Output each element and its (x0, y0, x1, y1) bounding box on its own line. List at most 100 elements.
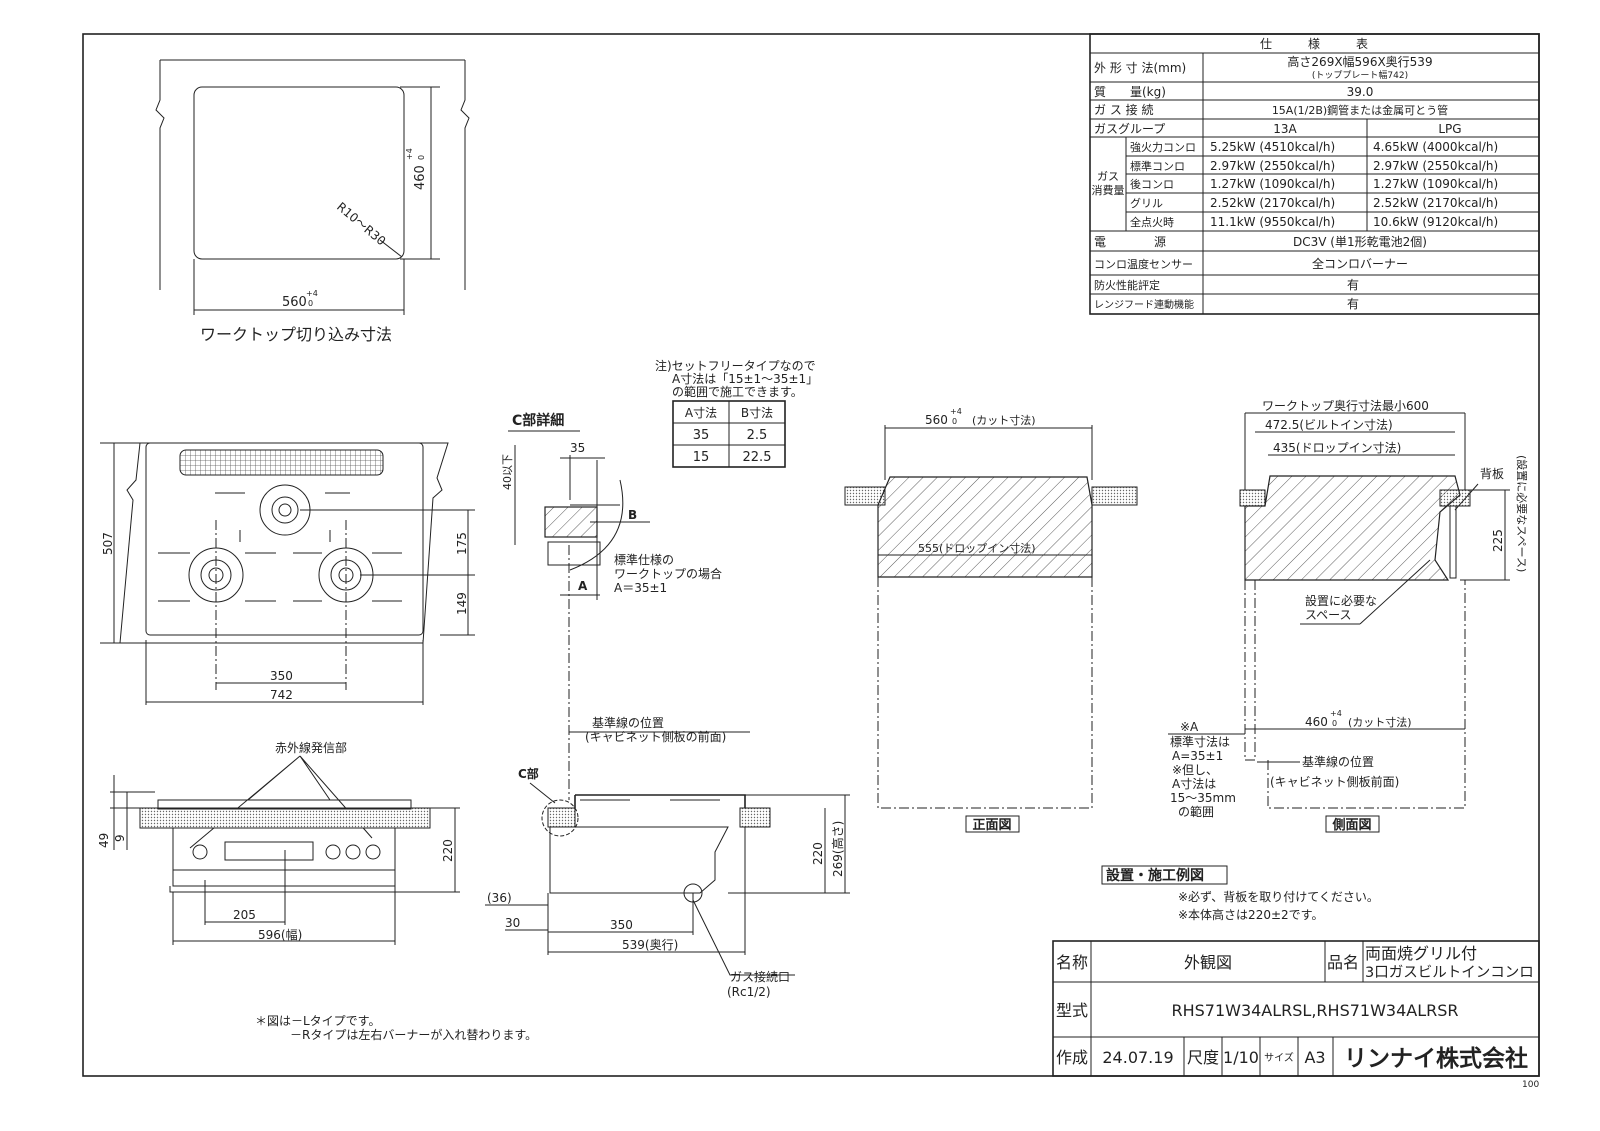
note-a: A寸法は (1172, 777, 1216, 791)
spec-gas-lpg: LPG (1438, 122, 1461, 136)
plate-width-dim: 742 (270, 688, 293, 702)
install-note: ※必ず、背板を取り付けてください。 (1178, 890, 1379, 904)
burner-gap-h-dim: 350 (270, 669, 293, 683)
note-line: の範囲で施工できます。 (672, 384, 803, 399)
backboard-label: 背板 (1480, 467, 1504, 481)
spec-label-gas-connection: ガ ス 接 続 (1094, 102, 1153, 117)
spec-label-hood: レンジフード連動機能 (1094, 298, 1194, 311)
scale-label: 尺度 (1187, 1048, 1219, 1067)
setfree-note: 注)セットフリータイプなので A寸法は「15±1～35±1」 の範囲で施工できま… (655, 358, 818, 468)
front-height-dim: 220 (441, 839, 455, 862)
dim-36: (36) (487, 891, 512, 905)
scale-value: 1/10 (1223, 1048, 1259, 1067)
front-width-dim: 596(幅) (258, 927, 302, 942)
burner-gap-v-dim: 175 (455, 532, 469, 555)
spec-consumption-label: 消費量 (1092, 183, 1125, 197)
dropin-dim: 435(ドロップイン寸法) (1273, 441, 1401, 455)
side-view-caption: 側面図 (1331, 817, 1371, 833)
cutout-width-dim: 560 (282, 295, 307, 310)
spec-row-lpg: 2.97kW (2550kcal/h) (1373, 159, 1498, 173)
corner-radius-label: R10～R30 (334, 200, 388, 249)
size-label: サイズ (1264, 1051, 1294, 1064)
product-name: 3口ガスビルトインコンロ (1365, 964, 1534, 981)
note-line: A寸法は「15±1～35±1」 (672, 372, 818, 386)
spec-row-13a: 2.97kW (2550kcal/h) (1210, 159, 1335, 173)
b-label: B (628, 508, 637, 522)
cutout-diagram: 460 +4 0 560 +4 0 R10～R30 ワークトップ切り込み寸法 (155, 59, 470, 344)
gas-inlet-label: ガス接続口 (730, 969, 790, 984)
note-a: 15～35mm (1170, 791, 1236, 805)
spec-row-13a: 1.27kW (1090kcal/h) (1210, 177, 1335, 191)
side-height-269: 269(高さ) (830, 821, 845, 877)
spec-table: 仕 様 表 外 形 寸 法(mm) 高さ269X幅596X奥行539 (トッププ… (1089, 33, 1540, 315)
spec-label-power: 電 源 (1094, 235, 1166, 249)
spec-row-label: 全点火時 (1130, 215, 1174, 229)
spec-label-gas-group: ガスグループ (1094, 122, 1165, 136)
note-line: 注)セットフリータイプなので (655, 358, 816, 373)
ref-line-label: (キャビネット側板の前面) (585, 729, 726, 744)
side-depth-dim: 539(奥行) (622, 938, 678, 952)
drawing-name: 外観図 (1184, 953, 1232, 972)
spec-row-label: 標準コンロ (1130, 159, 1185, 173)
ref-line-label: (キャビネット側板前面) (1270, 774, 1399, 789)
c-detail-note: A＝35±1 (614, 581, 667, 595)
note-a: ※但し、 (1172, 763, 1218, 777)
install-side-view: ワークトップ奥行寸法最小600 472.5(ビルトイン寸法) 435(ドロップイ… (1168, 399, 1529, 833)
date-value: 24.07.19 (1102, 1048, 1173, 1067)
tol: 0 (1332, 719, 1337, 728)
footnote: ＊図は－Lタイプです。 (255, 1014, 381, 1028)
c-detail-note: 標準仕様の (614, 552, 674, 567)
table-cell: 22.5 (743, 450, 772, 465)
spec-label-fire: 防火性能評定 (1094, 278, 1160, 292)
dim-225: 225 (1491, 529, 1505, 552)
spec-consumption-rows: 強火力コンロ 5.25kW (4510kcal/h) 4.65kW (4000k… (1130, 140, 1498, 229)
side-height-220: 220 (811, 842, 825, 865)
cutout-height-dim: 460 (413, 165, 428, 190)
spec-label-sensor: コンロ温度センサー (1094, 257, 1193, 271)
spec-label-dimensions: 外 形 寸 法(mm) (1094, 61, 1186, 75)
spec-row-label: 後コンロ (1130, 177, 1174, 191)
min-depth-dim: ワークトップ奥行寸法最小600 (1262, 399, 1429, 413)
dim-49: 49 (97, 833, 111, 848)
spec-value-sensor: 全コンロバーナー (1312, 256, 1408, 271)
spec-row-lpg: 2.52kW (2170kcal/h) (1373, 196, 1498, 210)
top-view: 507 175 149 350 742 (100, 442, 475, 705)
cut-dim: 560 (925, 413, 948, 427)
spec-label-mass: 質 量(kg) (1094, 84, 1166, 99)
c-detail-title: C部詳細 (512, 412, 564, 429)
ref-line-label: 基準線の位置 (592, 715, 664, 730)
dim-35: 35 (570, 441, 585, 455)
spec-row-label: 強火力コンロ (1130, 141, 1196, 154)
ir-emitter-label: 赤外線発信部 (275, 740, 347, 755)
top-depth-dim: 507 (101, 532, 115, 555)
title-block: 名称 外観図 品名 両面焼グリル付 3口ガスビルトインコンロ 型式 RHS71W… (1052, 940, 1540, 1077)
spec-value-mass: 39.0 (1347, 85, 1374, 99)
spec-value-power: DC3V (単1形乾電池2個) (1293, 235, 1427, 249)
table-cell: 35 (693, 428, 710, 443)
date-label: 作成 (1056, 1048, 1088, 1067)
front-view: 赤外線発信部 49 9 220 205 596(幅) (97, 740, 460, 945)
tol: +4 (1330, 709, 1342, 718)
dim-9: 9 (113, 834, 127, 842)
cut-dim: 460 (1305, 715, 1328, 729)
space-label: 設置に必要な (1305, 593, 1377, 608)
tol: +4 (306, 289, 318, 298)
c-part-label: C部 (518, 766, 539, 781)
spec-row-13a: 11.1kW (9550kcal/h) (1210, 215, 1335, 229)
tol: 0 (417, 155, 426, 160)
dim-30: 30 (505, 916, 520, 930)
table-header: B寸法 (741, 406, 773, 420)
spec-value-gas-connection: 15A(1/2B)鋼管または金属可とう管 (1272, 103, 1448, 117)
front-offset-dim: 149 (455, 592, 469, 615)
spec-value-hood: 有 (1347, 297, 1359, 311)
spec-row-13a: 2.52kW (2170kcal/h) (1210, 196, 1335, 210)
tol: 0 (952, 417, 957, 426)
c-detail: C部詳細 35 40以下 B A 標準仕様の ワークトップの場合 A＝35±1 (501, 412, 722, 800)
spec-table-title: 仕 様 表 (1260, 37, 1368, 51)
offset-205-dim: 205 (233, 908, 256, 922)
model-number: RHS71W34ALRSL,RHS71W34ALRSR (1171, 1001, 1458, 1020)
dropin-dim: 555(ドロップイン寸法) (918, 541, 1036, 555)
builtin-dim: 472.5(ビルトイン寸法) (1265, 418, 1393, 432)
spec-consumption-label: ガス (1097, 170, 1119, 183)
spec-value-dimensions: 高さ269X幅596X奥行539 (1287, 54, 1432, 69)
